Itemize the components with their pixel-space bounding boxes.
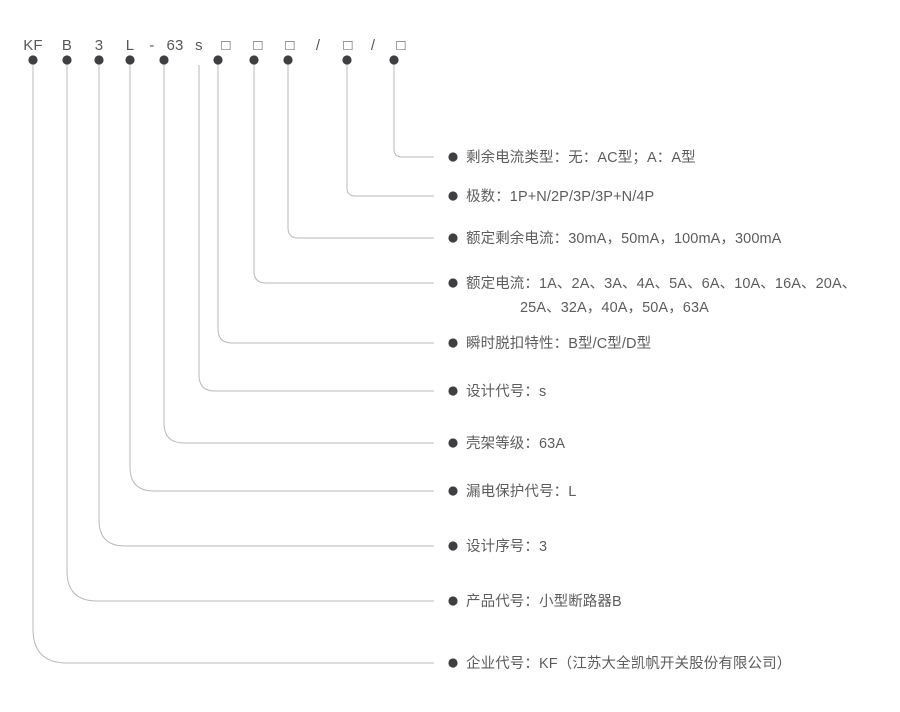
terminal-dot-instantaneous-trip-characteristic — [448, 338, 458, 348]
terminal-dot-product-code — [448, 596, 458, 606]
leader-line-residual-current-type — [393, 65, 434, 158]
leader-line-poles — [346, 65, 434, 197]
callout-label-design-serial-number: 设计序号：3 — [466, 538, 547, 555]
terminal-dot-frame-rating — [448, 438, 458, 448]
terminal-dot-design-serial-number — [448, 541, 458, 551]
leader-line-instantaneous-trip-characteristic — [217, 65, 434, 344]
anchor-dot-rated-residual-current-box — [283, 55, 293, 65]
anchor-dot-instant-trip-box — [213, 55, 223, 65]
code-char-separator-slash-2: / — [371, 37, 376, 54]
anchor-dot-product-code — [62, 55, 72, 65]
code-row: KF B 3 L-63 s □ □ □ / □ / □ — [23, 37, 405, 65]
leader-line-design-code — [198, 65, 434, 392]
callout-label-product-code: 产品代号：小型断路器B — [466, 593, 622, 610]
terminal-dot-poles — [448, 191, 458, 201]
terminal-dot-design-code — [448, 386, 458, 396]
code-char-separator-slash-1: / — [316, 37, 321, 54]
code-char-design-code: s — [195, 37, 203, 54]
callout-label-design-code: 设计代号：s — [466, 383, 546, 400]
callout-label-leakage-protection-code: 漏电保护代号：L — [466, 483, 576, 500]
callout-label-instantaneous-trip-characteristic: 瞬时脱扣特性：B型/C型/D型 — [466, 335, 651, 352]
anchor-dot-rated-current-box — [249, 55, 259, 65]
leader-line-leakage-protection-code — [129, 65, 434, 492]
code-char-poles-box: □ — [343, 37, 352, 54]
terminal-dot-rated-residual-current — [448, 233, 458, 243]
code-char-instant-trip-box: □ — [221, 37, 230, 54]
leader-line-product-code — [66, 65, 434, 602]
terminal-dot-leakage-protection-code — [448, 486, 458, 496]
leader-line-rated-residual-current — [287, 65, 434, 239]
callout-label-rated-residual-current: 额定剩余电流：30mA，50mA，100mA，300mA — [466, 229, 782, 247]
leader-line-rated-current — [253, 65, 434, 284]
code-char-residual-current-type-box: □ — [396, 37, 405, 54]
callout-label-rated-current: 额定电流：1A、2A、3A、4A、5A、6A、10A、16A、20A、 — [466, 275, 856, 292]
leader-line-enterprise-code — [32, 65, 434, 664]
callout-label-frame-rating: 壳架等级：63A — [466, 434, 565, 452]
callout-label-poles: 极数：1P+N/2P/3P/3P+N/4P — [466, 188, 654, 205]
anchor-dot-poles-box — [342, 55, 352, 65]
code-char-rated-residual-current-box: □ — [285, 37, 294, 54]
anchor-dot-enterprise-code — [28, 55, 38, 65]
code-char-frame-rating: 63 — [166, 37, 183, 54]
leader-line-layer — [32, 65, 458, 668]
code-char-separator-dash: - — [149, 37, 154, 54]
callout-label-residual-current-type: 剩余电流类型：无：AC型；A：A型 — [466, 148, 696, 166]
callout-label-enterprise-code: 企业代号：KF（江苏大全凯帆开关股份有限公司） — [466, 654, 791, 672]
callout-label-rated-current-line2: 25A、32A，40A，50A，63A — [520, 300, 709, 316]
leader-line-frame-rating — [163, 65, 434, 444]
terminal-dot-enterprise-code — [448, 658, 458, 668]
code-char-leakage-protection-code: L — [126, 37, 135, 54]
terminal-dot-residual-current-type — [448, 152, 458, 162]
anchor-dot-residual-current-type-box — [389, 55, 399, 65]
code-char-rated-current-box: □ — [253, 37, 262, 54]
code-char-enterprise-code: KF — [23, 37, 43, 54]
anchor-dot-frame-rating — [159, 55, 169, 65]
anchor-dot-leakage-protection-code — [125, 55, 135, 65]
code-char-product-code: B — [62, 37, 72, 54]
code-char-design-serial: 3 — [95, 37, 104, 54]
terminal-dot-rated-current — [448, 278, 458, 288]
anchor-dot-design-serial — [94, 55, 104, 65]
leader-line-design-serial-number — [98, 65, 434, 547]
